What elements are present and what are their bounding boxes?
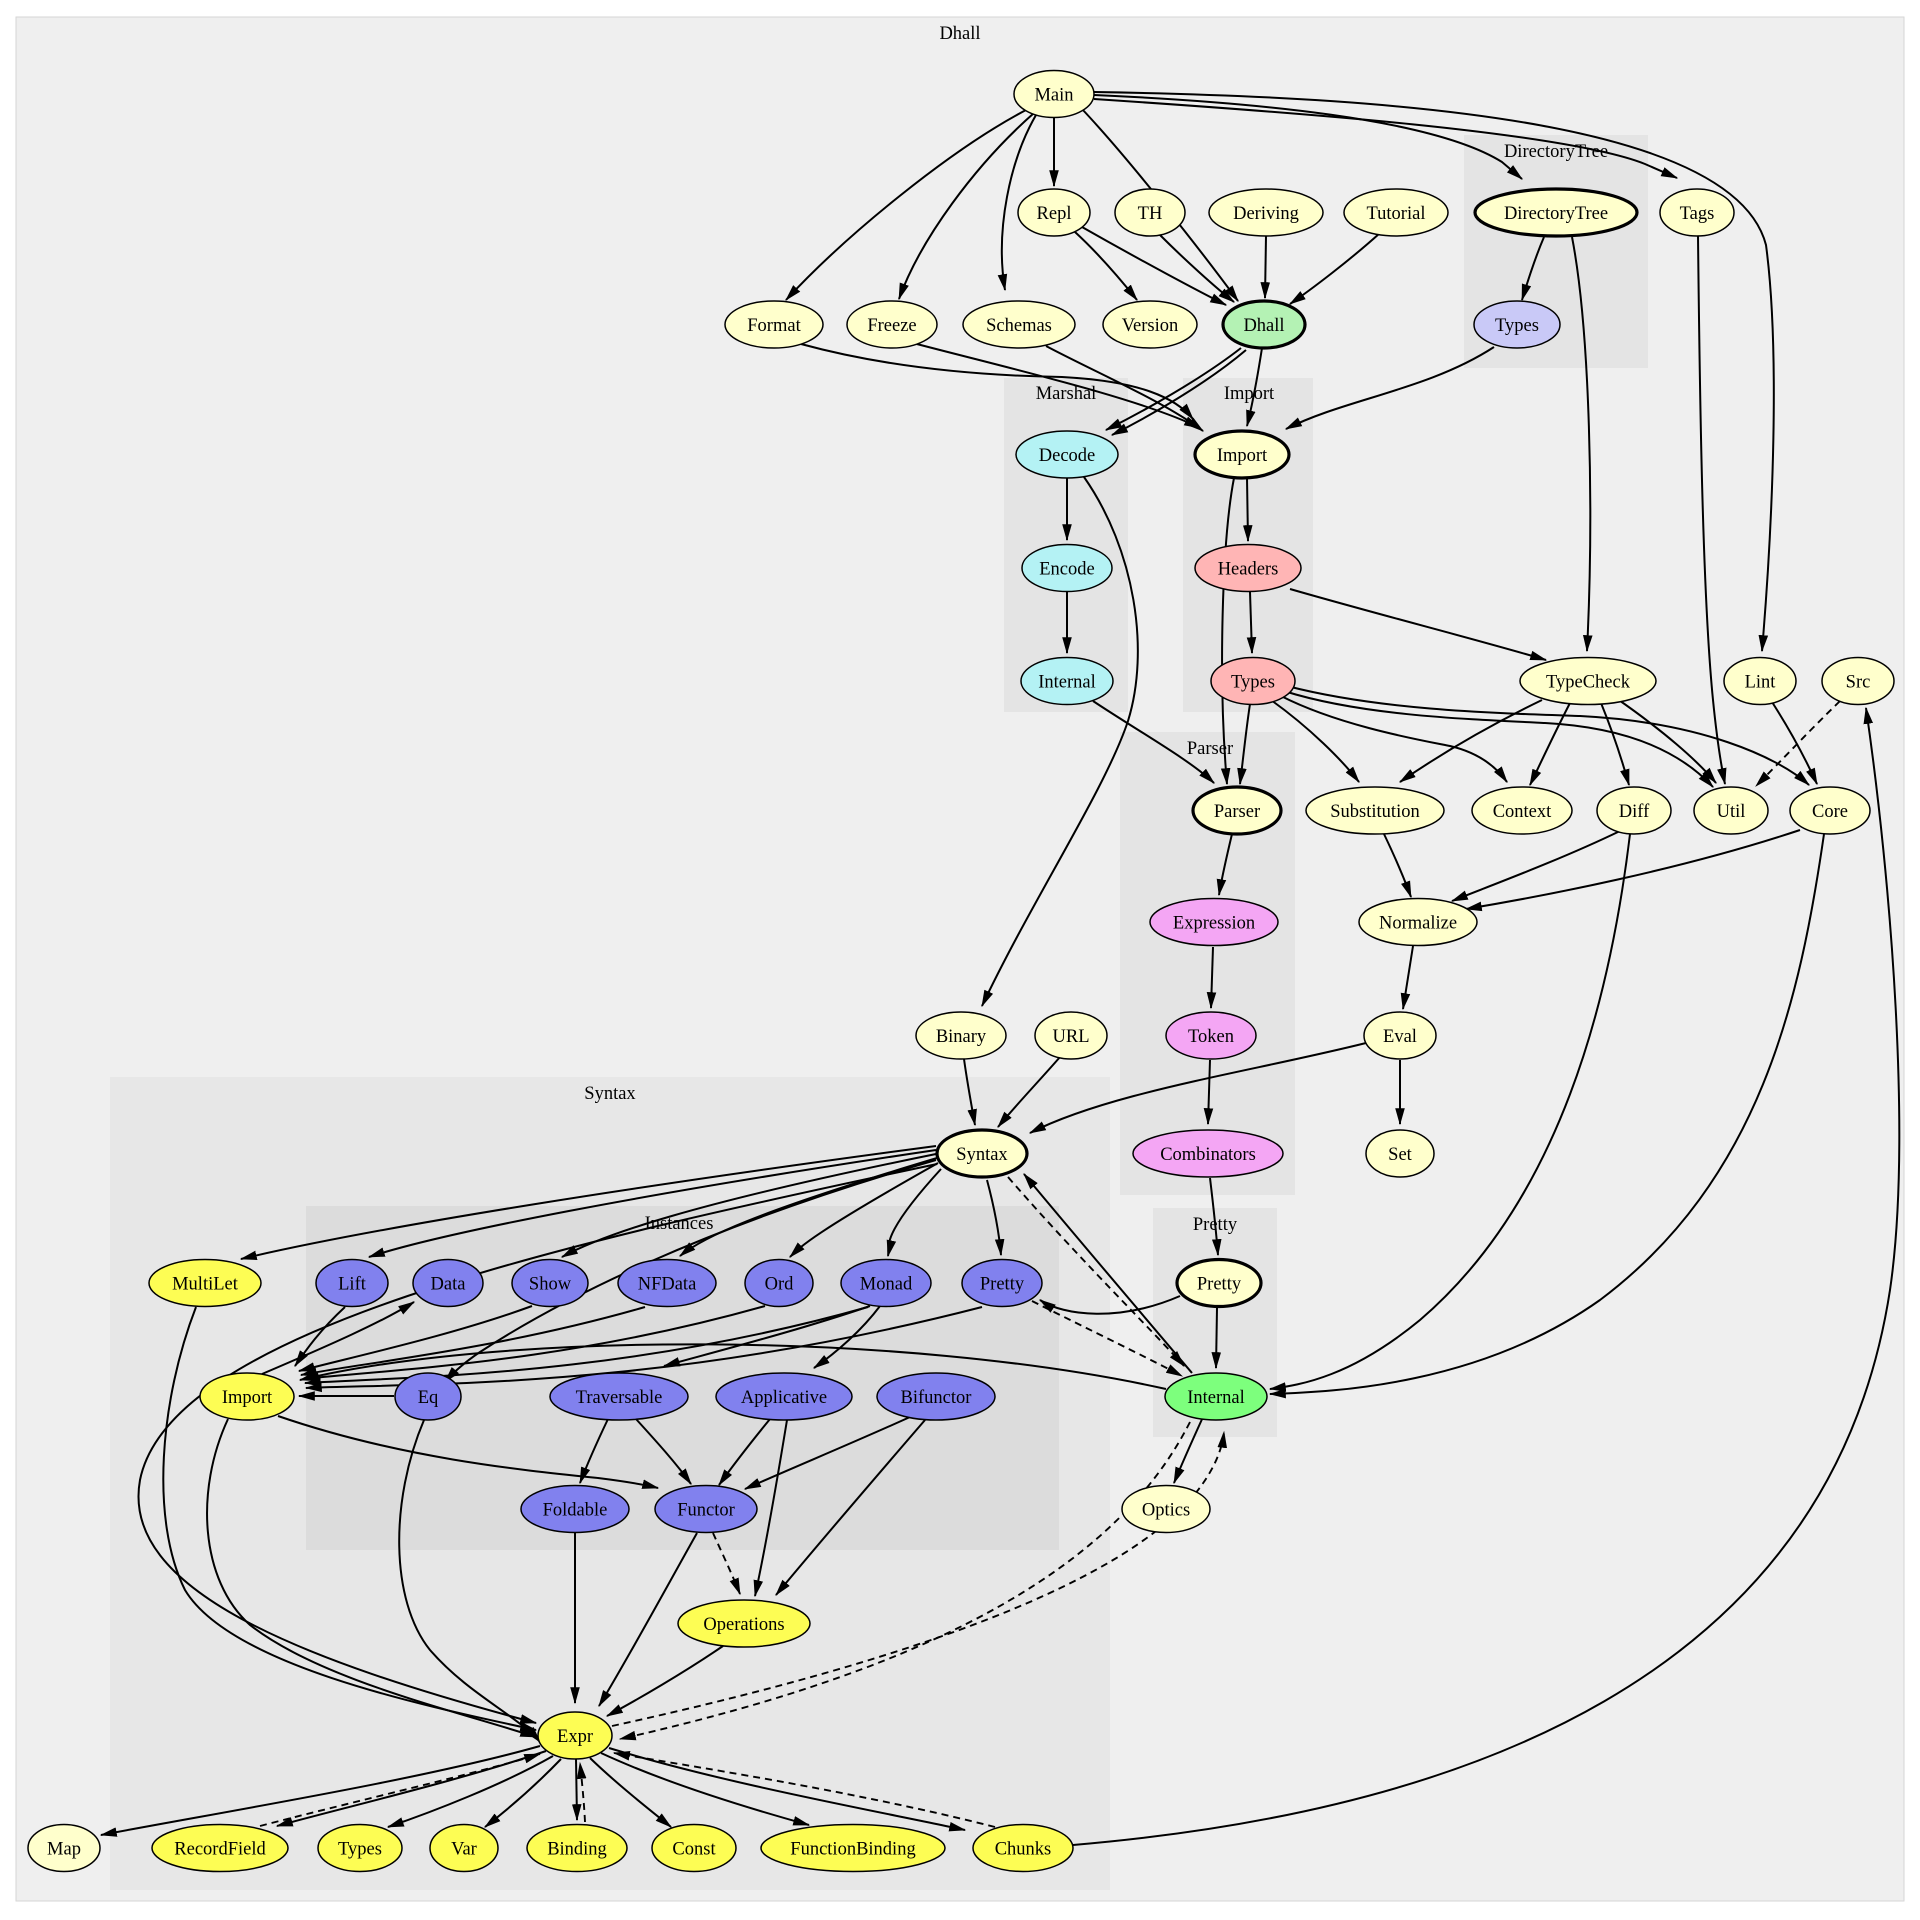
svg-text:Eval: Eval bbox=[1383, 1027, 1417, 1047]
svg-text:Token: Token bbox=[1188, 1027, 1234, 1047]
svg-text:Import: Import bbox=[222, 1388, 273, 1408]
svg-text:RecordField: RecordField bbox=[174, 1839, 266, 1859]
svg-text:Context: Context bbox=[1493, 802, 1552, 822]
svg-text:Show: Show bbox=[529, 1274, 572, 1294]
svg-text:Var: Var bbox=[451, 1839, 477, 1859]
svg-text:Tutorial: Tutorial bbox=[1367, 204, 1426, 224]
svg-text:Syntax: Syntax bbox=[956, 1145, 1008, 1165]
svg-text:Pretty: Pretty bbox=[980, 1274, 1025, 1294]
svg-text:Bifunctor: Bifunctor bbox=[901, 1388, 972, 1408]
svg-text:Internal: Internal bbox=[1038, 672, 1096, 692]
svg-text:NFData: NFData bbox=[638, 1274, 697, 1294]
svg-text:Traversable: Traversable bbox=[576, 1388, 663, 1408]
svg-text:Ord: Ord bbox=[765, 1274, 795, 1294]
svg-text:Repl: Repl bbox=[1037, 204, 1072, 224]
svg-text:Eq: Eq bbox=[418, 1388, 439, 1408]
svg-text:Combinators: Combinators bbox=[1160, 1145, 1256, 1165]
svg-text:Schemas: Schemas bbox=[986, 316, 1052, 336]
svg-text:Internal: Internal bbox=[1187, 1388, 1245, 1408]
svg-text:Import: Import bbox=[1224, 384, 1275, 404]
svg-text:Binding: Binding bbox=[547, 1839, 607, 1859]
svg-text:Import: Import bbox=[1217, 446, 1268, 466]
svg-text:Monad: Monad bbox=[860, 1274, 913, 1294]
svg-text:DirectoryTree: DirectoryTree bbox=[1504, 204, 1608, 224]
svg-text:Freeze: Freeze bbox=[867, 316, 916, 336]
svg-text:Format: Format bbox=[747, 316, 801, 336]
svg-text:Util: Util bbox=[1717, 802, 1746, 822]
svg-text:Binary: Binary bbox=[936, 1027, 987, 1047]
svg-text:Syntax: Syntax bbox=[584, 1084, 636, 1104]
svg-text:Normalize: Normalize bbox=[1379, 913, 1457, 933]
svg-text:Pretty: Pretty bbox=[1197, 1274, 1242, 1294]
svg-text:Core: Core bbox=[1812, 802, 1848, 822]
svg-text:Dhall: Dhall bbox=[1243, 316, 1284, 336]
svg-text:Operations: Operations bbox=[703, 1615, 784, 1635]
svg-text:DirectoryTree: DirectoryTree bbox=[1504, 142, 1608, 162]
svg-text:Lift: Lift bbox=[338, 1274, 367, 1294]
svg-text:TypeCheck: TypeCheck bbox=[1546, 672, 1631, 692]
svg-text:Chunks: Chunks bbox=[995, 1839, 1052, 1859]
svg-text:Headers: Headers bbox=[1218, 559, 1279, 579]
svg-text:Foldable: Foldable bbox=[543, 1500, 608, 1520]
svg-text:URL: URL bbox=[1053, 1027, 1090, 1047]
svg-text:TH: TH bbox=[1138, 204, 1163, 224]
svg-text:Functor: Functor bbox=[677, 1500, 735, 1520]
svg-text:Dhall: Dhall bbox=[939, 24, 980, 44]
svg-text:Parser: Parser bbox=[1214, 802, 1260, 822]
svg-text:Applicative: Applicative bbox=[741, 1388, 827, 1408]
svg-text:Set: Set bbox=[1388, 1145, 1413, 1165]
svg-text:MultiLet: MultiLet bbox=[172, 1274, 239, 1294]
svg-text:Expr: Expr bbox=[557, 1727, 593, 1747]
svg-text:Const: Const bbox=[672, 1839, 716, 1859]
svg-text:Marshal: Marshal bbox=[1036, 384, 1097, 404]
svg-text:Version: Version bbox=[1122, 316, 1179, 336]
svg-text:Src: Src bbox=[1846, 672, 1871, 692]
svg-text:Deriving: Deriving bbox=[1233, 204, 1299, 224]
svg-text:Types: Types bbox=[1495, 316, 1539, 336]
svg-text:Main: Main bbox=[1034, 85, 1073, 105]
svg-text:Optics: Optics bbox=[1142, 1500, 1190, 1520]
svg-text:Expression: Expression bbox=[1173, 913, 1255, 933]
svg-text:Tags: Tags bbox=[1680, 204, 1715, 224]
svg-text:Instances: Instances bbox=[645, 1214, 714, 1234]
svg-text:FunctionBinding: FunctionBinding bbox=[790, 1839, 915, 1859]
svg-text:Types: Types bbox=[1231, 672, 1275, 692]
svg-text:Decode: Decode bbox=[1039, 446, 1096, 466]
svg-text:Diff: Diff bbox=[1619, 802, 1650, 822]
svg-text:Parser: Parser bbox=[1187, 739, 1233, 759]
svg-text:Data: Data bbox=[431, 1274, 466, 1294]
svg-text:Map: Map bbox=[47, 1839, 81, 1859]
svg-text:Encode: Encode bbox=[1039, 559, 1094, 579]
svg-text:Lint: Lint bbox=[1745, 672, 1777, 692]
svg-text:Types: Types bbox=[338, 1839, 382, 1859]
svg-text:Substitution: Substitution bbox=[1330, 802, 1419, 822]
